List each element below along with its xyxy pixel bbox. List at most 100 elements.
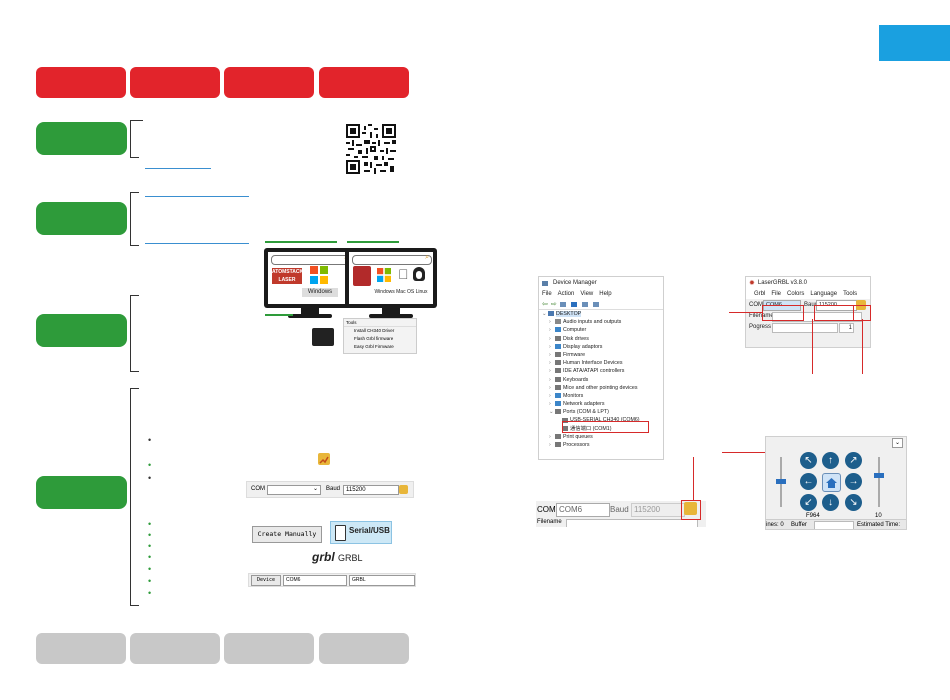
jog-up-right-button[interactable]: ↗ [845, 452, 862, 469]
jog-left-button[interactable]: ← [800, 473, 817, 490]
monitor-icon[interactable] [592, 301, 599, 307]
chevron-down-icon: ⌄ [313, 486, 319, 492]
tree-subitem[interactable]: USB-SERIAL CH340 (COM6) [570, 417, 640, 424]
menu-item[interactable]: Help [599, 291, 612, 297]
jog-down-button[interactable]: ↓ [822, 494, 839, 511]
lasergrbl-menu: Grbl File Colors Language Tools [746, 289, 870, 299]
forward-arrow-icon[interactable]: ⇨ [550, 301, 557, 308]
bullet: • [148, 552, 152, 562]
filename-field[interactable] [566, 519, 698, 527]
monitor-right-search: ⌕ [352, 254, 432, 265]
home-button[interactable] [822, 473, 841, 492]
tools-menu-item[interactable]: Install CH340 Driver [354, 328, 395, 333]
progress-bar [772, 323, 838, 333]
page-corner-tab [879, 25, 950, 61]
power-slider-handle[interactable] [776, 479, 786, 484]
section-2-link-top[interactable] [145, 196, 249, 197]
menu-item[interactable]: Tools [843, 291, 858, 297]
menu-item[interactable]: Colors [787, 291, 805, 297]
monitor-left-search: ⌕ [271, 254, 351, 265]
back-arrow-icon[interactable]: ⇦ [542, 301, 548, 308]
bullet: • [148, 588, 152, 598]
tree-item[interactable]: Network adapters [563, 401, 605, 408]
tree-item[interactable]: Mice and other pointing devices [563, 384, 638, 391]
step-slider-handle[interactable] [874, 473, 884, 478]
disconnect-icon[interactable] [684, 502, 697, 515]
progress-counter[interactable]: 1 [839, 323, 854, 333]
tree-item[interactable]: Computer [563, 327, 587, 334]
tree-root[interactable]: DESKTOP [556, 311, 582, 317]
device-manager-title: Device Manager [553, 280, 597, 286]
serial-usb-button[interactable]: Serial/USB [330, 521, 392, 544]
connect-icon[interactable] [399, 485, 408, 494]
device-button[interactable]: Device [251, 575, 281, 586]
create-manually-button[interactable]: Create Manually [252, 526, 322, 543]
com-label: COM [749, 302, 763, 308]
jog-callout-line [722, 452, 797, 453]
jog-down-right-button[interactable]: ↘ [845, 494, 862, 511]
search-icon: ⌕ [425, 254, 429, 261]
menu-item[interactable]: File [542, 291, 552, 297]
section-2-link-bottom[interactable] [145, 243, 249, 244]
device-row: Device COM6 GRBL [248, 573, 416, 587]
filename-field[interactable] [772, 312, 862, 322]
section-1-link[interactable] [145, 168, 211, 169]
jog-up-button[interactable]: ↑ [822, 452, 839, 469]
menu-item[interactable]: File [771, 291, 782, 297]
apple-logo-icon:  [398, 266, 409, 282]
tree-item[interactable]: Human Interface Devices [563, 360, 623, 367]
help-icon[interactable] [570, 301, 577, 307]
filename-label: Filename [537, 519, 562, 525]
tree-item[interactable]: Ports (COM & LPT) [563, 409, 609, 416]
monitor-right-base [369, 314, 413, 318]
os-label: Windows Mac OS Linux [374, 289, 428, 295]
tree-item[interactable]: Disk drives [563, 335, 589, 342]
bullet: • [148, 564, 152, 574]
menu-item[interactable]: Language [810, 291, 838, 297]
monitor-left-stand [301, 306, 319, 316]
tree-item[interactable]: IDE ATA/ATAPI controllers [563, 368, 625, 375]
tree-item[interactable]: Display adaptors [563, 343, 603, 350]
chevron-down-icon[interactable]: ⌄ [892, 438, 903, 448]
baud-dropdown[interactable]: 115200 [631, 503, 685, 517]
linux-logo-icon [413, 267, 425, 281]
jog-right-button[interactable]: → [845, 473, 862, 490]
tree-subitem[interactable]: 通信端口 (COM1) [570, 425, 612, 432]
device-type-dropdown[interactable]: GRBL [349, 575, 415, 586]
update-icon[interactable] [581, 301, 588, 307]
tree-item[interactable]: Keyboards [563, 376, 589, 383]
com-dropdown[interactable] [267, 485, 321, 495]
section-4-pill [36, 476, 127, 509]
menu-item[interactable]: View [580, 291, 594, 297]
properties-icon[interactable] [559, 301, 566, 307]
bracket-tick [137, 120, 143, 121]
section-1-bracket [130, 120, 139, 158]
jog-down-left-button[interactable]: ↙ [800, 494, 817, 511]
tree-item[interactable]: Processors [563, 442, 590, 448]
baud-highlight [814, 305, 854, 321]
estimated-time-label: Estimated Time: [857, 522, 901, 528]
lines-label: ines: 0 [766, 522, 784, 528]
jog-up-left-button[interactable]: ↖ [800, 452, 817, 469]
com-dropdown[interactable]: COM6 [556, 503, 610, 517]
tools-menu-item[interactable]: Flash Grbl firmware [354, 336, 394, 341]
menu-item[interactable]: Grbl [754, 291, 766, 297]
bottom-tab-1 [36, 633, 126, 664]
menu-item[interactable]: Action [557, 291, 575, 297]
section-1-pill [36, 122, 127, 155]
baud-label: Baud [610, 505, 629, 514]
tools-menu-header[interactable]: Tools [344, 319, 416, 327]
device-manager-menu: File Action View Help [539, 289, 663, 299]
baud-label: Baud [804, 302, 819, 308]
device-com-dropdown[interactable]: COM6 [283, 575, 347, 586]
section-2-pill [36, 202, 127, 235]
grbl-logo: grbl [312, 550, 335, 564]
tree-item[interactable]: Audio inputs and outputs [563, 319, 622, 326]
bullet: • [148, 435, 152, 445]
tools-menu-item[interactable]: Easy Grbl Firmware [354, 344, 394, 349]
baud-dropdown[interactable]: 115200 [343, 485, 399, 495]
tree-item[interactable]: Print queues [563, 433, 593, 440]
tree-item[interactable]: Monitors [563, 392, 584, 399]
monitor-right: ⌕  Windows Mac OS Linux [345, 248, 437, 308]
tree-item[interactable]: Firmware [563, 351, 586, 358]
